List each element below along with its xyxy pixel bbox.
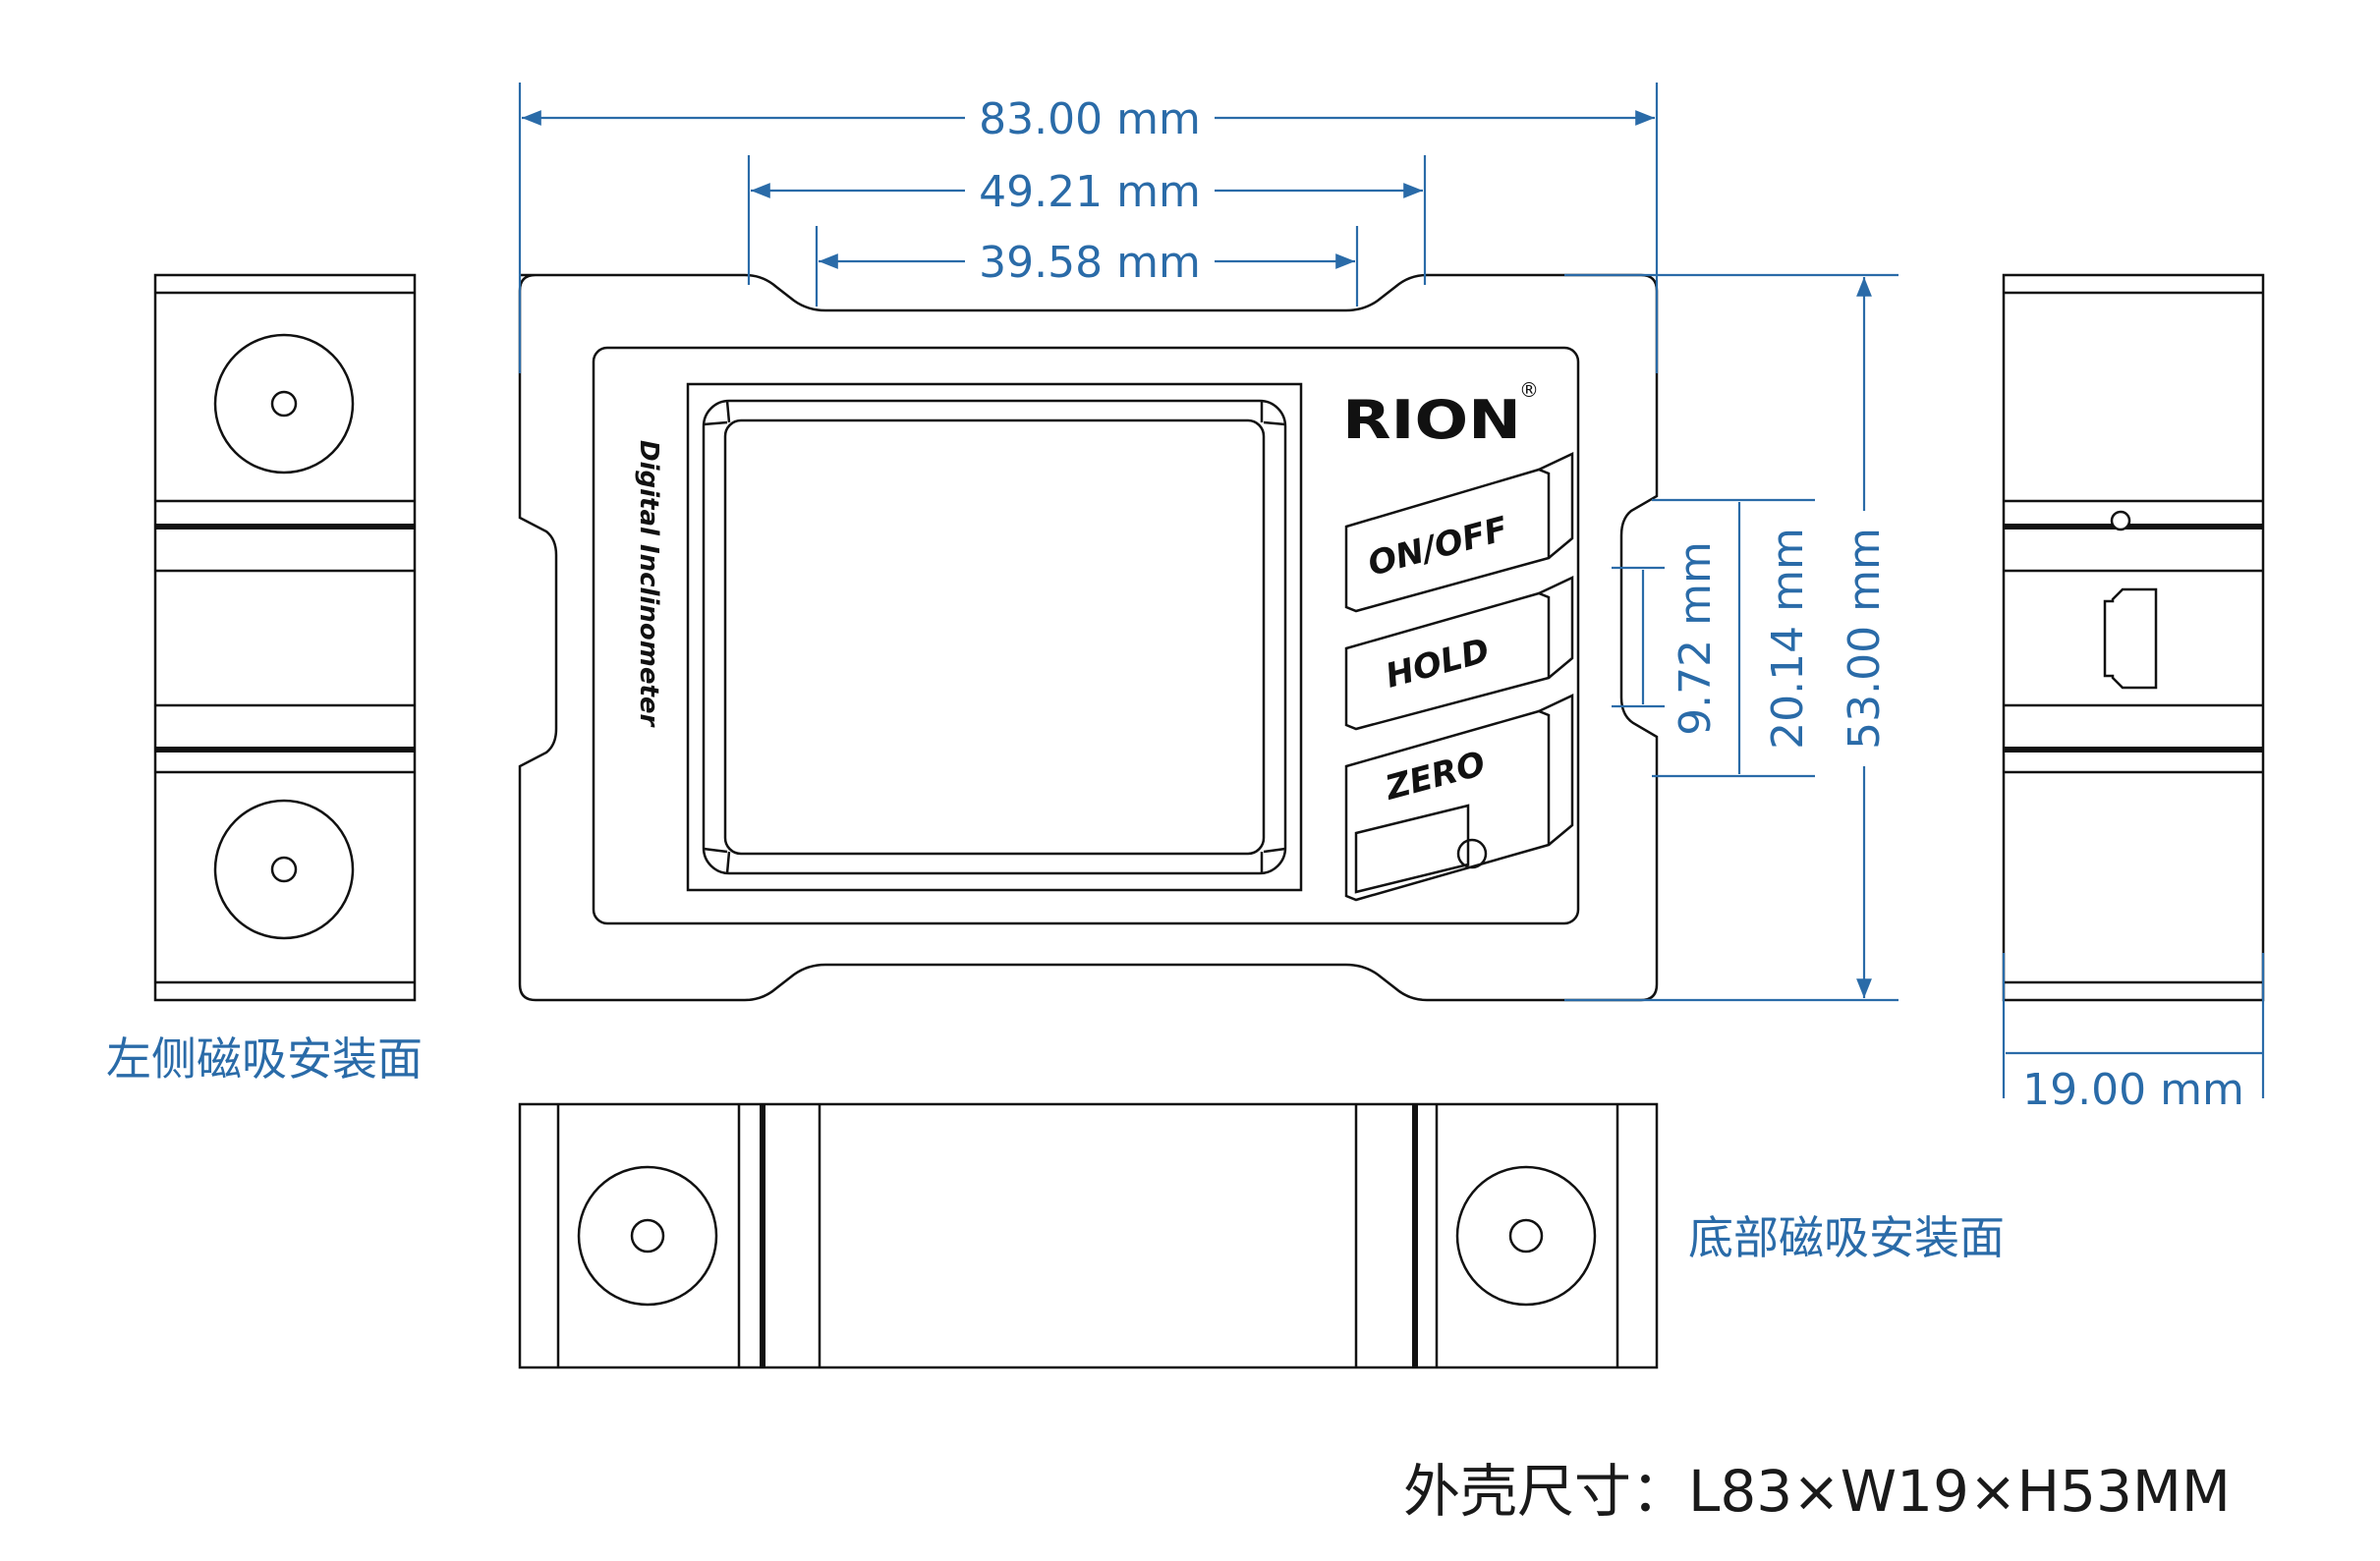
dim-height-total: 53.00 mm <box>1840 528 1890 750</box>
left-magnet-bottom-hole <box>270 856 298 883</box>
zero-button-label[interactable]: ZERO <box>1381 744 1490 808</box>
left-face-label: 左侧磁吸安装面 <box>106 1032 423 1086</box>
right-side-outline <box>2002 273 2265 1002</box>
screen-frame <box>686 382 1303 892</box>
bottom-outline <box>518 1102 1659 1369</box>
screen-display <box>723 418 1266 856</box>
brand-logo: RION <box>1342 389 1521 451</box>
bottom-magnet-left-hole <box>630 1218 665 1254</box>
bottom-lines <box>556 1104 1619 1367</box>
left-magnet-bottom <box>213 799 355 940</box>
on-off-button-edge <box>1538 452 1574 559</box>
left-side-outline <box>153 273 417 1002</box>
registered-mark: ® <box>1519 378 1539 402</box>
zero-button-window <box>1354 804 1470 894</box>
left-magnet-top <box>213 333 355 474</box>
bottom-magnet-right <box>1455 1165 1597 1307</box>
indicator-led <box>1456 838 1488 869</box>
bottom-magnet-right-hole <box>1508 1218 1544 1254</box>
left-magnet-top-hole <box>270 390 298 418</box>
dim-top-notch-inner: 39.58 mm <box>979 238 1201 288</box>
front-housing-outline <box>518 273 1659 1002</box>
zero-button-edge <box>1538 694 1574 846</box>
dim-length-total: 83.00 mm <box>979 94 1201 144</box>
dim-side-notch-inner: 9.72 mm <box>1671 541 1721 736</box>
status-pinhole <box>2110 510 2131 531</box>
zero-button-shape[interactable] <box>1344 709 1551 902</box>
dim-side-notch-outer: 20.14 mm <box>1763 528 1813 750</box>
left-side-view <box>153 273 417 1002</box>
usb-port[interactable] <box>2103 587 2158 690</box>
vertical-product-text: Digital Inclinometer <box>634 440 663 729</box>
screen-bezel <box>702 399 1287 875</box>
front-view: Digital Inclinometer RION ® ON/OFF HOLD … <box>518 273 1659 1002</box>
dim-width-total: 19.00 mm <box>2022 1065 2244 1115</box>
bottom-magnet-left <box>577 1165 718 1307</box>
dimension-lines <box>518 83 2265 1098</box>
bottom-view <box>518 1102 1659 1369</box>
dim-top-notch-outer: 49.21 mm <box>979 167 1201 217</box>
left-side-lines <box>155 291 415 984</box>
hold-button-label[interactable]: HOLD <box>1382 631 1494 696</box>
hold-button-edge <box>1538 576 1574 679</box>
housing-size-spec: 外壳尺寸：L83×W19×H53MM <box>1403 1458 2231 1525</box>
right-side-lines <box>2004 291 2263 984</box>
right-side-view <box>2002 273 2265 1002</box>
bottom-face-label: 底部磁吸安装面 <box>1688 1211 2005 1264</box>
dimension-labels: 83.00 mm 49.21 mm 39.58 mm 53.00 mm 20.1… <box>979 94 2244 1115</box>
bezel-corner-lines <box>703 400 1286 874</box>
front-panel <box>592 346 1580 925</box>
